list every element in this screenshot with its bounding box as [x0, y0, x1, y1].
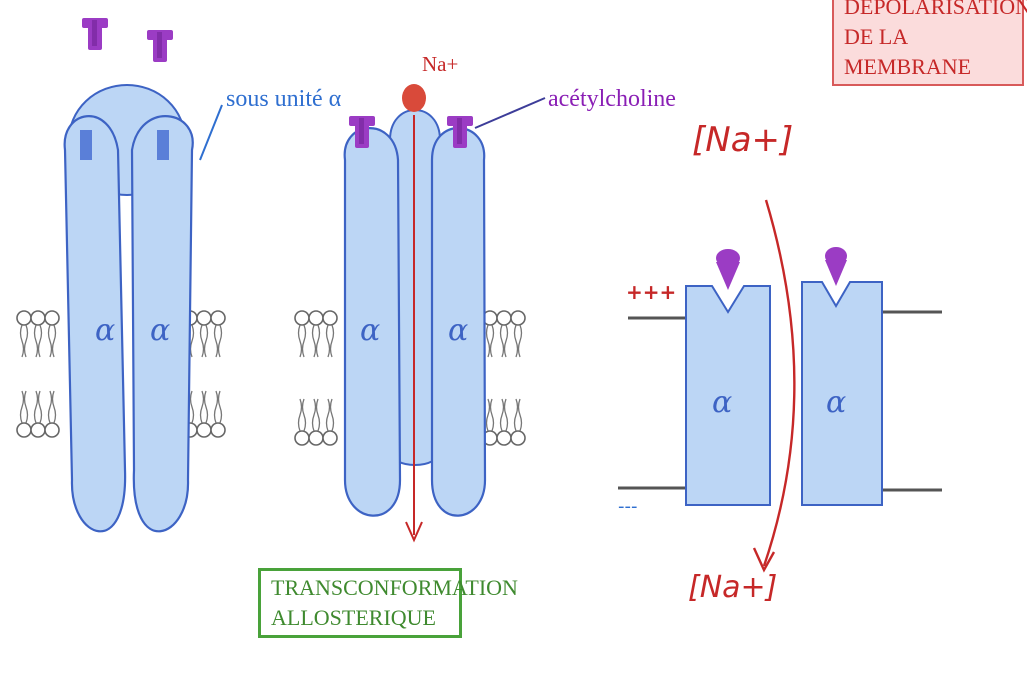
- pointer-line: [475, 98, 545, 128]
- acetylcholine-icon: [147, 30, 173, 62]
- membrane-schematic: [618, 282, 942, 505]
- transconformation-box: TRANSCONFORMATION ALLOSTERIQUE: [258, 568, 462, 638]
- sodium-ion-icon: [402, 84, 426, 112]
- alpha-glyph: α: [712, 385, 732, 420]
- alpha-glyph: α: [826, 385, 846, 420]
- negative-charge-label: ---: [618, 496, 638, 517]
- sodium-concentration-inside: [Na+]: [688, 570, 777, 605]
- acetylcholine-icon: [825, 247, 847, 265]
- transconformation-line-1: TRANSCONFORMATION: [271, 573, 449, 603]
- pointer-line: [200, 105, 222, 160]
- transconformation-line-2: ALLOSTERIQUE: [271, 603, 449, 633]
- sodium-concentration-outside: [Na+]: [692, 120, 793, 160]
- depolarisation-line-2: DE LA MEMBRANE: [844, 22, 1012, 82]
- sodium-label: Na+: [422, 52, 458, 77]
- alpha-glyph: α: [448, 313, 468, 348]
- alpha-glyph: α: [95, 313, 115, 348]
- acetylcholine-icon: [82, 18, 108, 50]
- depolarisation-box: DEPOLARISATION DE LA MEMBRANE: [832, 0, 1024, 86]
- alpha-glyph: α: [360, 313, 380, 348]
- subunit-label: sous unité α: [226, 86, 341, 113]
- depolarisation-line-1: DEPOLARISATION: [844, 0, 1012, 22]
- alpha-glyph: α: [150, 313, 170, 348]
- acetylcholine-icon: [716, 249, 740, 267]
- positive-charge-label: +++: [626, 280, 676, 304]
- arrow-head: [754, 548, 774, 570]
- acetylcholine-label: acétylcholine: [548, 86, 676, 113]
- receptor-closed: [65, 85, 193, 531]
